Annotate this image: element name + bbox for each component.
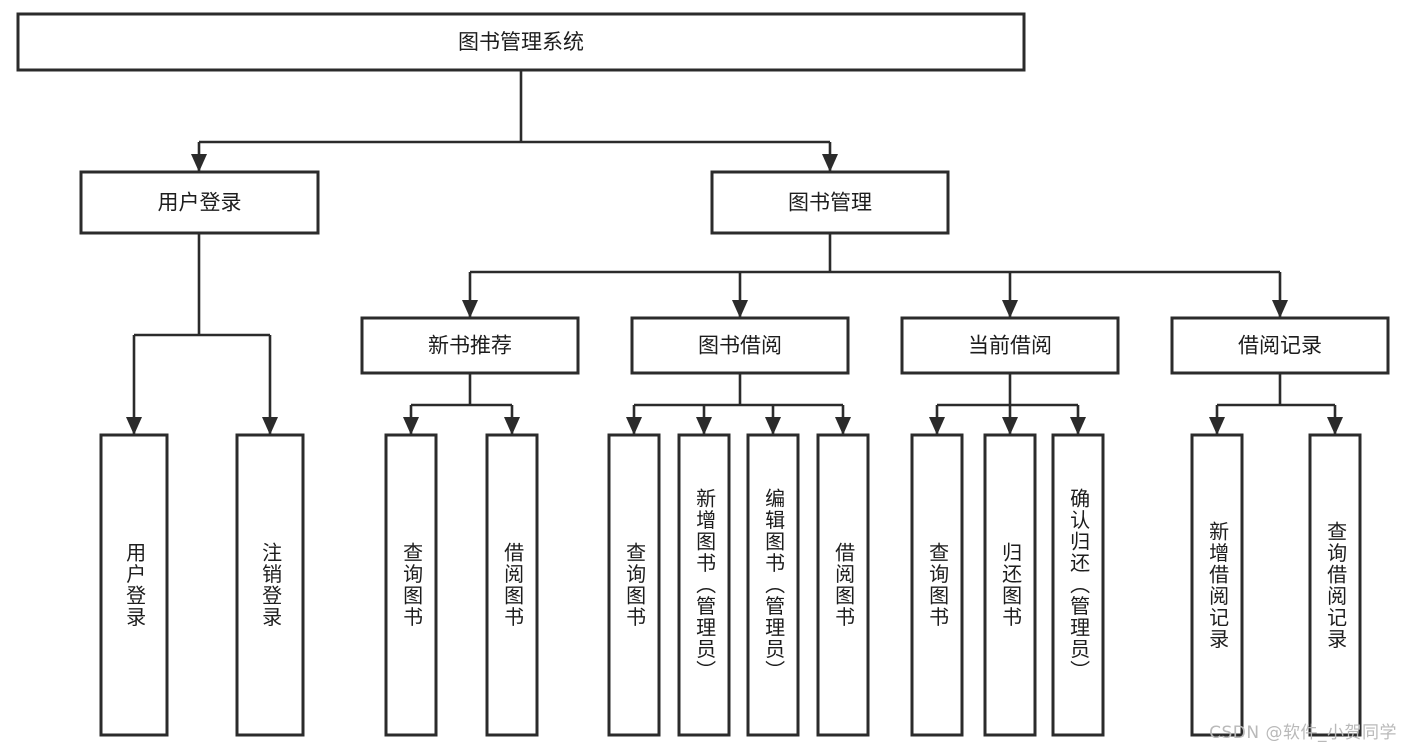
node-box-layer: [16, 12, 1390, 737]
login-arrow-1: [262, 417, 278, 435]
leaf-node-box-11: [1190, 433, 1244, 737]
current-arrow-2: [1070, 417, 1086, 435]
level2-node-label-0: 用户登录: [158, 191, 242, 215]
level3-node-label-2: 当前借阅: [968, 334, 1052, 358]
leaf-node-box-7: [816, 433, 870, 737]
root-node-label: 图书管理系统: [458, 30, 584, 54]
level3-node-box-1: [630, 316, 850, 375]
level2-node-box-1: [710, 170, 950, 235]
root-node-box: [16, 12, 1026, 72]
level3-node-label-1: 图书借阅: [698, 334, 782, 358]
borrow-arrow-0: [626, 417, 642, 435]
level3-node-label-3: 借阅记录: [1238, 334, 1322, 358]
level3-node-label-0: 新书推荐: [428, 334, 512, 358]
level3-node-box-0: [360, 316, 580, 375]
manage-arrow-0: [462, 300, 478, 318]
newbook-arrow-1: [504, 417, 520, 435]
leaf-node-box-9: [983, 433, 1037, 737]
manage-arrow-2: [1002, 300, 1018, 318]
current-arrow-0: [929, 417, 945, 435]
leaf-node-box-2: [384, 433, 438, 737]
current-arrow-1: [1002, 417, 1018, 435]
borrow-arrow-3: [835, 417, 851, 435]
leaf-node-box-1: [235, 433, 305, 737]
borrow-arrow-2: [765, 417, 781, 435]
leaf-node-box-4: [607, 433, 661, 737]
level2-node-box-0: [79, 170, 320, 235]
watermark-text: CSDN @软件_小贺同学: [1209, 723, 1397, 743]
root-arrow-0: [191, 154, 207, 172]
leaf-node-box-6: [746, 433, 800, 737]
level2-node-label-1: 图书管理: [788, 191, 872, 215]
record-arrow-0: [1209, 417, 1225, 435]
leaf-node-box-12: [1308, 433, 1362, 737]
login-arrow-0: [126, 417, 142, 435]
connector-layer: [126, 70, 1343, 435]
leaf-node-box-10: [1051, 433, 1105, 737]
manage-arrow-3: [1272, 300, 1288, 318]
newbook-arrow-0: [403, 417, 419, 435]
leaf-node-box-3: [485, 433, 539, 737]
manage-arrow-1: [732, 300, 748, 318]
record-arrow-1: [1327, 417, 1343, 435]
leaf-node-box-0: [99, 433, 169, 737]
level3-node-box-3: [1170, 316, 1390, 375]
root-arrow-1: [822, 154, 838, 172]
level3-node-box-2: [900, 316, 1120, 375]
borrow-arrow-1: [696, 417, 712, 435]
leaf-node-box-8: [910, 433, 964, 737]
leaf-node-box-5: [677, 433, 731, 737]
